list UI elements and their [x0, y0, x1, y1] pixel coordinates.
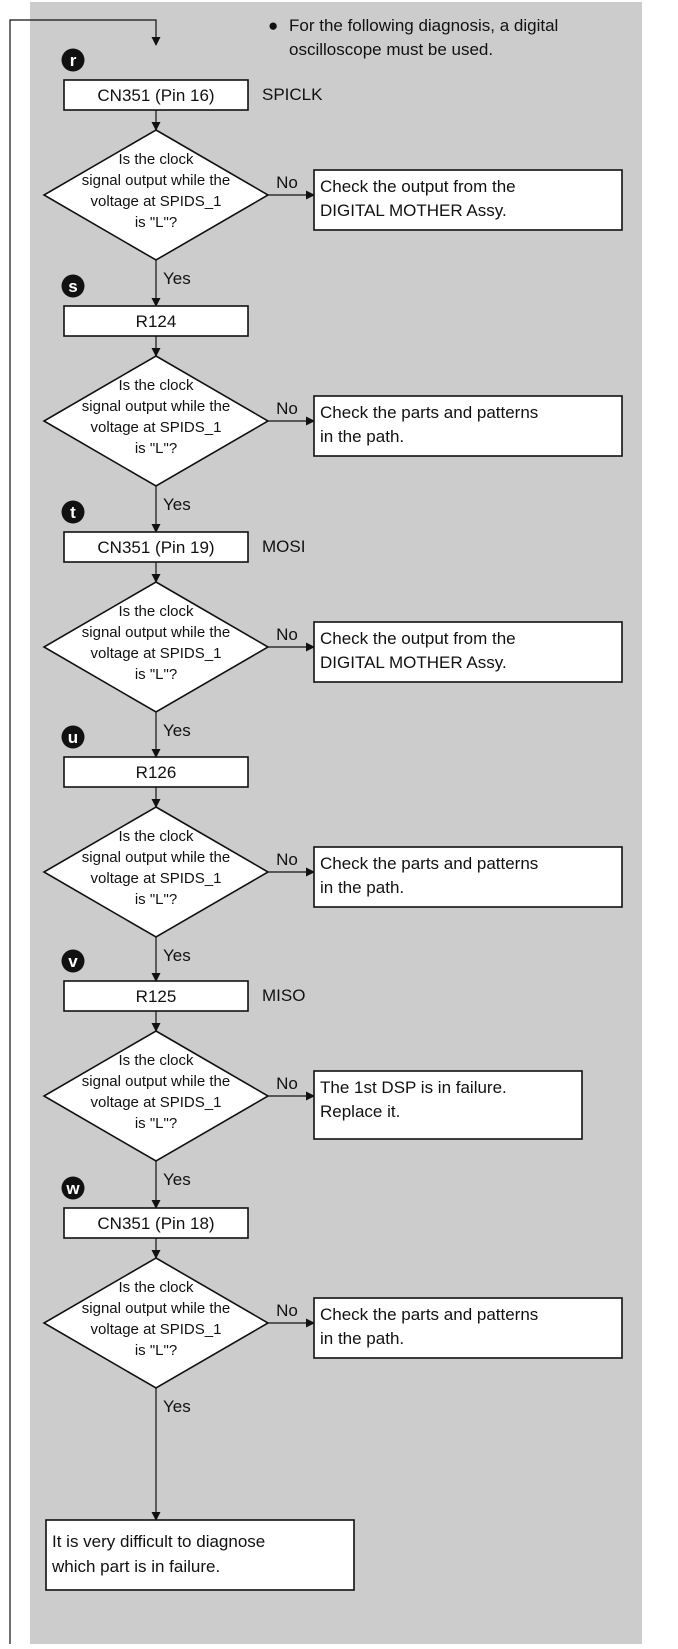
no-result-box	[313, 395, 623, 457]
final-result: It is very difficult to diagnose which p…	[45, 1519, 355, 1591]
decision-question-line: voltage at SPIDS_1	[91, 193, 222, 210]
no-result-line: DIGITAL MOTHER Assy.	[320, 653, 507, 672]
no-result-box	[313, 846, 623, 908]
no-label: No	[276, 1301, 298, 1320]
note-line1: For the following diagnosis, a digital	[289, 16, 558, 35]
step-marker-letter: r	[70, 51, 77, 70]
no-label: No	[276, 173, 298, 192]
decision-question-line: signal output while the	[82, 624, 230, 641]
yes-label: Yes	[163, 1170, 191, 1189]
test-point-label: CN351 (Pin 19)	[97, 538, 214, 557]
yes-label: Yes	[163, 495, 191, 514]
decision-question-line: Is the clock	[118, 1279, 194, 1296]
no-result-line: Check the output from the	[320, 629, 516, 648]
decision-question-line: voltage at SPIDS_1	[91, 1321, 222, 1338]
step-marker-badge	[61, 949, 85, 973]
no-result-line: DIGITAL MOTHER Assy.	[320, 201, 507, 220]
decision-question-line: is "L"?	[135, 214, 177, 231]
test-point-label: CN351 (Pin 18)	[97, 1214, 214, 1233]
no-result-line: Replace it.	[320, 1102, 400, 1121]
test-point-box	[63, 305, 249, 337]
step-marker-badge	[61, 274, 85, 298]
step-marker-letter: w	[65, 1179, 80, 1198]
step-marker-letter: s	[68, 277, 77, 296]
decision-question-line: Is the clock	[118, 1052, 194, 1069]
decision-question-line: voltage at SPIDS_1	[91, 645, 222, 662]
yes-label: Yes	[163, 946, 191, 965]
decision-question-line: is "L"?	[135, 1115, 177, 1132]
step-marker-badge	[61, 48, 85, 72]
decision-question-line: voltage at SPIDS_1	[91, 419, 222, 436]
decision-question-line: is "L"?	[135, 891, 177, 908]
decision-question-line: signal output while the	[82, 1300, 230, 1317]
decision-question-line: signal output while the	[82, 398, 230, 415]
decision-question-line: signal output while the	[82, 1073, 230, 1090]
test-point-box	[63, 79, 249, 111]
test-point-box	[63, 980, 249, 1012]
signal-name-label: SPICLK	[262, 85, 323, 104]
decision-question-line: voltage at SPIDS_1	[91, 1094, 222, 1111]
step-marker-badge	[61, 500, 85, 524]
decision-question-line: signal output while the	[82, 849, 230, 866]
no-label: No	[276, 399, 298, 418]
step-marker-letter: u	[68, 728, 78, 747]
test-point-box	[63, 1207, 249, 1239]
note-bullet: ●	[268, 16, 278, 35]
decision-question-line: is "L"?	[135, 440, 177, 457]
no-result-line: in the path.	[320, 1329, 404, 1348]
no-result-line: in the path.	[320, 427, 404, 446]
final-box	[45, 1519, 355, 1591]
decision-question-line: Is the clock	[118, 151, 194, 168]
test-point-label: R126	[136, 763, 177, 782]
loop-back-line	[9, 19, 161, 1644]
test-point-label: R125	[136, 987, 177, 1006]
test-point-label: CN351 (Pin 16)	[97, 86, 214, 105]
no-result-line: The 1st DSP is in failure.	[320, 1078, 507, 1097]
no-result-box	[313, 1297, 623, 1359]
step-marker-letter: t	[70, 503, 76, 522]
decision-question-line: Is the clock	[118, 828, 194, 845]
step-marker-badge	[61, 1176, 85, 1200]
yes-label: Yes	[163, 1397, 191, 1416]
final-line-2: which part is in failure.	[51, 1557, 220, 1576]
yes-label: Yes	[163, 269, 191, 288]
no-label: No	[276, 1074, 298, 1093]
yes-label: Yes	[163, 721, 191, 740]
signal-name-label: MOSI	[262, 537, 305, 556]
note-line2: oscilloscope must be used.	[289, 40, 493, 59]
no-result-box	[313, 169, 623, 231]
decision-question-line: Is the clock	[118, 377, 194, 394]
no-result-line: Check the parts and patterns	[320, 1305, 538, 1324]
gray-panel	[30, 2, 642, 1644]
signal-name-label: MISO	[262, 986, 305, 1005]
test-point-box	[63, 531, 249, 563]
decision-question-line: voltage at SPIDS_1	[91, 870, 222, 887]
no-result-box	[313, 621, 623, 683]
decision-question-line: is "L"?	[135, 1342, 177, 1359]
final-line-1: It is very difficult to diagnose	[52, 1532, 265, 1551]
no-label: No	[276, 625, 298, 644]
decision-question-line: is "L"?	[135, 666, 177, 683]
step-marker-badge	[61, 725, 85, 749]
no-result-box	[313, 1070, 583, 1140]
decision-question-line: Is the clock	[118, 603, 194, 620]
no-result-line: Check the output from the	[320, 177, 516, 196]
test-point-label: R124	[136, 312, 177, 331]
decision-question-line: signal output while the	[82, 172, 230, 189]
step-marker-letter: v	[68, 952, 78, 971]
no-result-line: Check the parts and patterns	[320, 403, 538, 422]
no-label: No	[276, 850, 298, 869]
no-result-line: in the path.	[320, 878, 404, 897]
no-result-line: Check the parts and patterns	[320, 854, 538, 873]
